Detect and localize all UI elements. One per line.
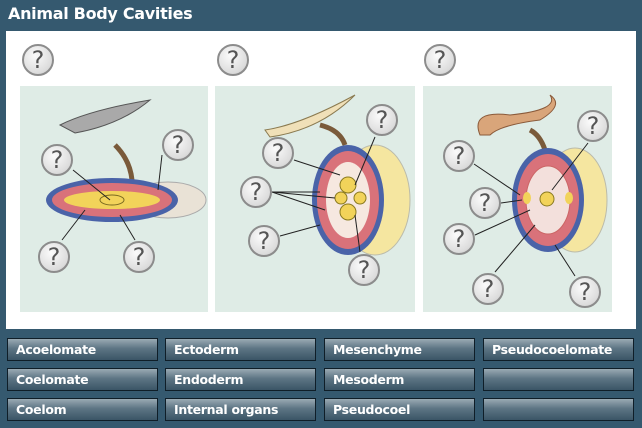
label-target-pseudocoelomate-title[interactable]: ? — [217, 44, 249, 76]
label-target-acoelomate-2[interactable]: ? — [162, 129, 194, 161]
label-empty-slot[interactable] — [483, 368, 634, 391]
label-target-acoelomate-3[interactable]: ? — [38, 241, 70, 273]
label-target-pseudocoelomate-2[interactable]: ? — [366, 104, 398, 136]
label-target-coelomate-6[interactable]: ? — [569, 276, 601, 308]
label-empty-slot[interactable] — [483, 398, 634, 421]
label-internal-organs[interactable]: Internal organs — [165, 398, 316, 421]
label-target-pseudocoelomate-5[interactable]: ? — [348, 254, 380, 286]
label-target-acoelomate-1[interactable]: ? — [41, 144, 73, 176]
label-target-coelomate-2[interactable]: ? — [577, 110, 609, 142]
label-target-acoelomate-title[interactable]: ? — [22, 44, 54, 76]
label-endoderm[interactable]: Endoderm — [165, 368, 316, 391]
label-target-pseudocoelomate-4[interactable]: ? — [248, 225, 280, 257]
label-target-coelomate-title[interactable]: ? — [424, 44, 456, 76]
label-target-pseudocoelomate-3[interactable]: ? — [240, 176, 272, 208]
label-target-coelomate-5[interactable]: ? — [472, 273, 504, 305]
label-pseudocoelomate[interactable]: Pseudocoelomate — [483, 338, 634, 361]
page-title: Animal Body Cavities — [8, 4, 193, 23]
label-mesoderm[interactable]: Mesoderm — [324, 368, 475, 391]
label-coelomate[interactable]: Coelomate — [7, 368, 158, 391]
label-ectoderm[interactable]: Ectoderm — [165, 338, 316, 361]
label-acoelomate[interactable]: Acoelomate — [7, 338, 158, 361]
label-target-pseudocoelomate-1[interactable]: ? — [262, 137, 294, 169]
label-target-coelomate-1[interactable]: ? — [443, 140, 475, 172]
label-target-coelomate-3[interactable]: ? — [469, 187, 501, 219]
label-pseudocoel[interactable]: Pseudocoel — [324, 398, 475, 421]
label-target-coelomate-4[interactable]: ? — [443, 223, 475, 255]
label-mesenchyme[interactable]: Mesenchyme — [324, 338, 475, 361]
label-target-acoelomate-4[interactable]: ? — [123, 241, 155, 273]
label-coelom[interactable]: Coelom — [7, 398, 158, 421]
